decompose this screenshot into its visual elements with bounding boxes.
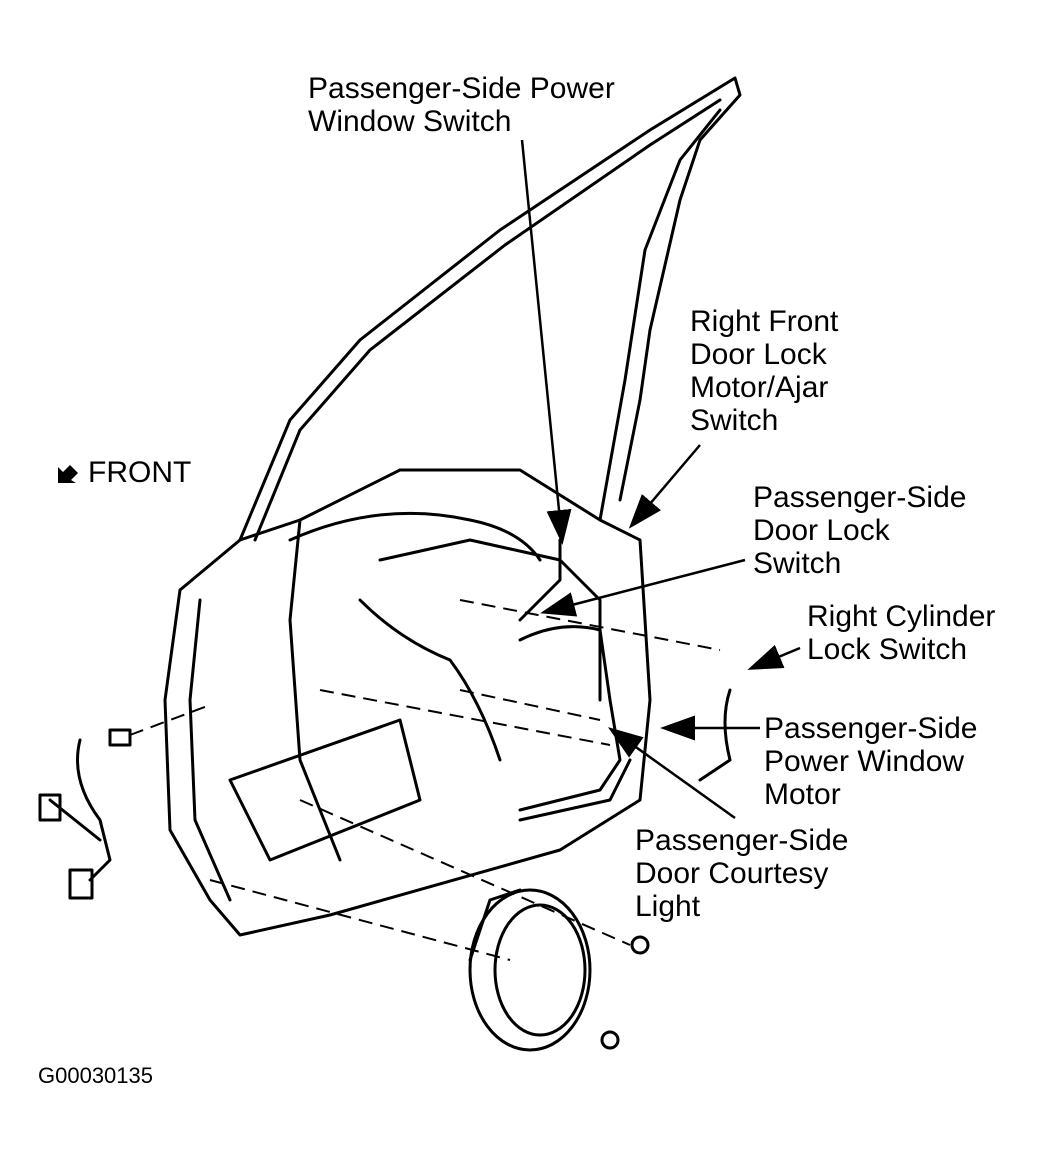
callout-right-front-door-lock-motor: Right Front Door Lock Motor/Ajar Switch: [690, 305, 839, 437]
front-indicator: FRONT: [56, 456, 191, 490]
arrow-down-left-icon: [58, 465, 78, 483]
callout-passenger-door-courtesy-light: Passenger-Side Door Courtesy Light: [635, 824, 849, 923]
front-label: FRONT: [88, 456, 192, 489]
callout-passenger-power-window-motor: Passenger-Side Power Window Motor: [764, 712, 978, 811]
left-harness: [48, 738, 112, 882]
wiring-harness: [518, 625, 622, 812]
screw-upper: [630, 935, 650, 955]
callout-passenger-door-lock-switch: Passenger-Side Door Lock Switch: [753, 481, 967, 580]
callout-passenger-power-window-switch: Passenger-Side Power Window Switch: [308, 72, 615, 138]
screw-lower: [600, 1030, 620, 1050]
speaker: [468, 888, 592, 1052]
door-shell: [163, 468, 652, 937]
figure-id: G00030135: [38, 1063, 153, 1088]
callout-right-cylinder-lock-switch: Right Cylinder Lock Switch: [807, 600, 996, 666]
door-window-frame: [238, 76, 742, 542]
